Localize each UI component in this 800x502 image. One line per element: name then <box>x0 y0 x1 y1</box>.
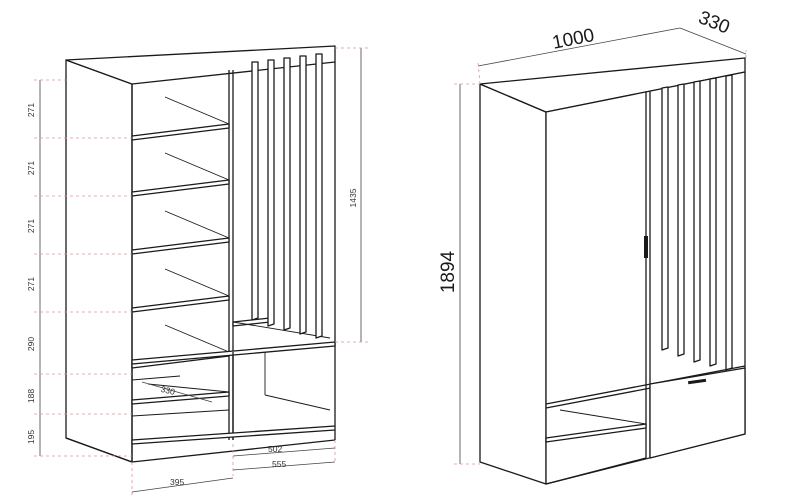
dim-1894: 1894 <box>438 250 459 293</box>
left-depth-dimension: 330 <box>141 381 213 403</box>
door-slats <box>661 74 733 371</box>
dim-290: 290 <box>26 337 36 351</box>
dim-271-c: 271 <box>26 219 36 233</box>
dim-502: 502 <box>268 444 282 454</box>
dim-271-b: 271 <box>26 161 36 175</box>
dim-1435: 1435 <box>348 188 358 207</box>
dim-188: 188 <box>26 389 36 403</box>
dim-271-a: 271 <box>26 103 36 117</box>
drawer-front <box>649 367 746 459</box>
left-wardrobe-open <box>65 45 336 463</box>
right-wardrobe-closed <box>479 57 746 485</box>
right-side-panel <box>479 83 547 485</box>
dim-395: 395 <box>170 477 184 487</box>
drawer-handle <box>687 378 707 385</box>
right-dimensions: 1000 330 1894 <box>438 7 747 465</box>
dim-330: 330 <box>695 7 732 38</box>
left-right-dimension: 1435 <box>335 47 368 343</box>
door-handle <box>644 236 648 258</box>
left-side-panel <box>65 59 133 463</box>
shelves <box>131 96 230 369</box>
dim-1000: 1000 <box>551 25 597 54</box>
left-bottom-dimensions: 502 555 395 <box>131 440 336 496</box>
vertical-slats <box>251 53 323 339</box>
dim-195: 195 <box>26 430 36 444</box>
dim-271-d: 271 <box>26 277 36 291</box>
dim-555: 555 <box>272 459 286 469</box>
dim-330-inner: 330 <box>160 384 176 397</box>
left-height-dimensions: 271 271 271 271 290 188 195 <box>26 79 132 457</box>
